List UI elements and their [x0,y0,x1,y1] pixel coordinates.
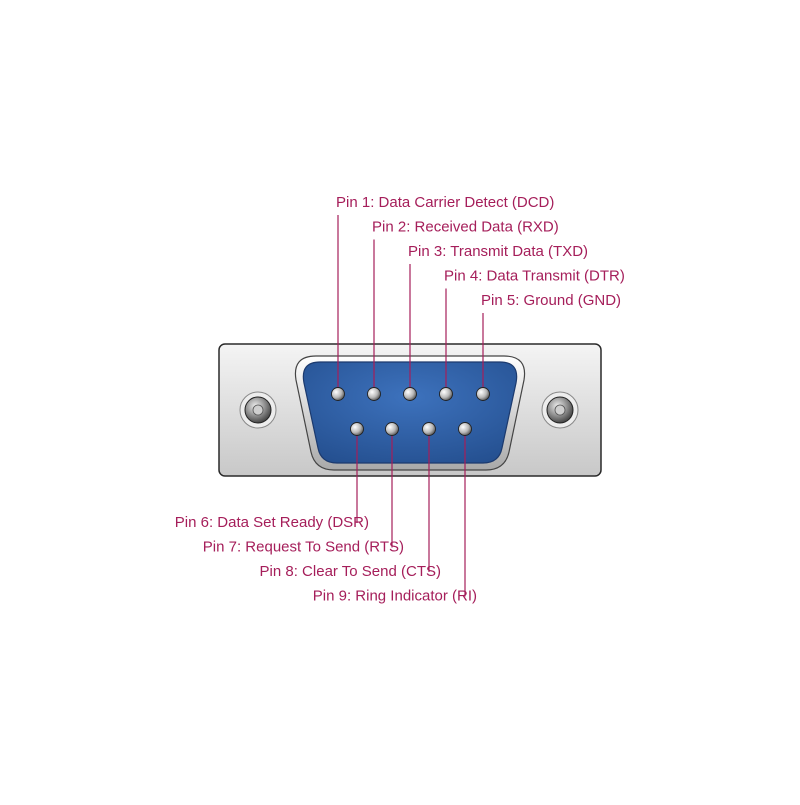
pin-5 [476,387,490,401]
pin-5-label: Pin 5: Ground (GND) [481,292,621,309]
pin-6-label: Pin 6: Data Set Ready (DSR) [175,514,369,531]
pin-2-label: Pin 2: Received Data (RXD) [372,219,559,236]
pin-7 [385,422,399,436]
pin-7-label: Pin 7: Request To Send (RTS) [203,539,404,556]
contact-pins [331,387,490,436]
pin-9 [458,422,472,436]
pin-4-label: Pin 4: Data Transmit (DTR) [444,268,625,285]
pin-2 [367,387,381,401]
pin-3 [403,387,417,401]
leader-lines [337,215,484,597]
pin-3-label: Pin 3: Transmit Data (TXD) [408,243,588,260]
pin-8-label: Pin 8: Clear To Send (CTS) [260,563,441,580]
pin-8 [422,422,436,436]
pin-6 [350,422,364,436]
pin-9-label: Pin 9: Ring Indicator (RI) [313,588,477,605]
pin-1-label: Pin 1: Data Carrier Detect (DCD) [336,194,554,211]
pin-labels: Pin 1: Data Carrier Detect (DCD) Pin 2: R… [175,194,625,605]
left-mounting-screw [239,391,277,429]
right-mounting-screw [541,391,579,429]
pin-1 [331,387,345,401]
pin-4 [439,387,453,401]
